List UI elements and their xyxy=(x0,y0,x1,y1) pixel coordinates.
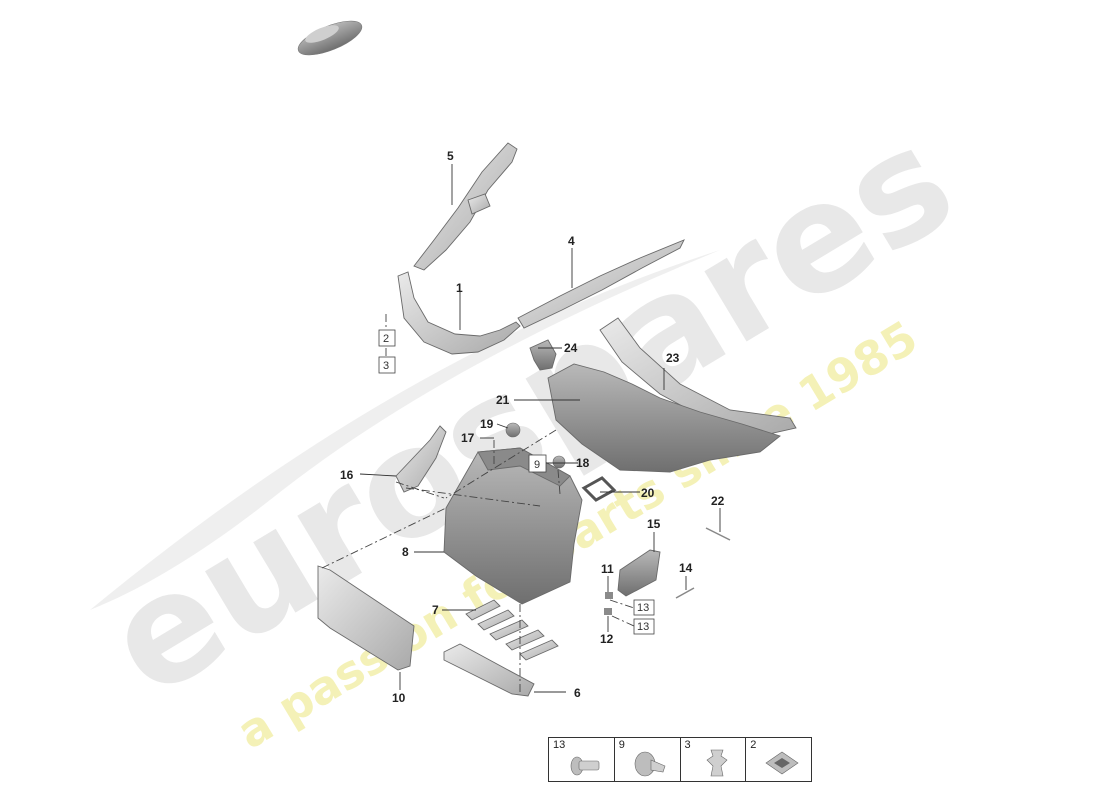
svg-text:3: 3 xyxy=(383,360,389,372)
clip-icon xyxy=(706,749,727,777)
part-5-upper-trim xyxy=(413,142,518,271)
part-15-panel xyxy=(617,549,661,597)
boxed-ref-9: 9 xyxy=(528,454,547,473)
callout-12: 12 xyxy=(600,632,614,646)
callout-5: 5 xyxy=(447,149,454,163)
push-rivet-icon xyxy=(634,751,666,777)
part-21-floor-panel xyxy=(547,363,781,473)
watermark-swoosh xyxy=(90,250,720,610)
fastener-legend: 13 9 3 2 xyxy=(548,737,812,782)
watermark: eurospares a passion for parts since 198… xyxy=(79,93,982,759)
boxed-ref-13-a: 13 xyxy=(633,599,655,616)
boxed-refs: 2 3 9 13 13 xyxy=(378,329,655,635)
callout-1: 1 xyxy=(456,281,463,295)
callout-7: 7 xyxy=(432,603,439,617)
part-19-plug xyxy=(505,422,521,438)
part-16-side-panel xyxy=(395,425,447,493)
svg-text:13: 13 xyxy=(637,621,649,633)
part-8-tub-rim xyxy=(477,447,571,487)
part-1-sill-frame xyxy=(397,271,521,355)
legend-number: 13 xyxy=(553,739,566,751)
part-4-side-trim xyxy=(517,239,685,329)
callout-11: 11 xyxy=(601,562,614,576)
callout-14: 14 xyxy=(679,561,693,575)
callouts: 5 4 1 24 23 21 19 17 18 16 20 22 15 8 11… xyxy=(340,149,725,705)
square-pad-icon xyxy=(765,751,799,775)
legend-cell-pad: 2 xyxy=(746,738,811,781)
callout-19: 19 xyxy=(480,417,494,431)
part-7-pads xyxy=(465,599,559,661)
part-5-bracket xyxy=(467,193,491,215)
leader-lines xyxy=(359,164,721,693)
callout-24: 24 xyxy=(564,341,578,355)
part-10-side-panel xyxy=(317,565,415,671)
bolt-icon xyxy=(570,756,600,776)
legend-cell-bolt: 13 xyxy=(549,738,615,781)
legend-cell-rivet: 9 xyxy=(615,738,681,781)
callout-8: 8 xyxy=(402,545,409,559)
svg-text:2: 2 xyxy=(383,333,389,345)
svg-text:9: 9 xyxy=(534,459,540,471)
callout-10: 10 xyxy=(392,691,406,705)
part-12-clip xyxy=(604,608,612,615)
part-14-rod xyxy=(675,587,695,599)
legend-cell-clip: 3 xyxy=(681,738,747,781)
callout-17: 17 xyxy=(461,431,475,445)
car-silhouette-icon xyxy=(297,20,363,56)
boxed-ref-2: 2 xyxy=(378,329,396,347)
callout-6: 6 xyxy=(574,686,581,700)
callout-20: 20 xyxy=(641,486,655,500)
callout-4: 4 xyxy=(568,234,575,248)
part-20-gasket xyxy=(581,476,617,502)
legend-number: 9 xyxy=(618,739,625,751)
legend-number: 2 xyxy=(750,739,757,751)
boxed-ref-3: 3 xyxy=(378,356,396,374)
part-18-plug xyxy=(552,455,566,469)
callout-15: 15 xyxy=(647,517,661,531)
assembly-lines xyxy=(321,314,635,692)
part-6-floor-strip xyxy=(443,643,535,697)
svg-text:13: 13 xyxy=(637,602,649,614)
boxed-ref-13-b: 13 xyxy=(633,618,655,635)
callout-23: 23 xyxy=(666,351,680,365)
part-22-rod xyxy=(705,527,731,541)
callout-16: 16 xyxy=(340,468,354,482)
part-11-clip xyxy=(605,592,613,599)
legend-number: 3 xyxy=(684,739,691,751)
part-24-bracket xyxy=(529,339,557,371)
callout-21: 21 xyxy=(496,393,510,407)
callout-18: 18 xyxy=(576,456,590,470)
callout-22: 22 xyxy=(711,494,725,508)
